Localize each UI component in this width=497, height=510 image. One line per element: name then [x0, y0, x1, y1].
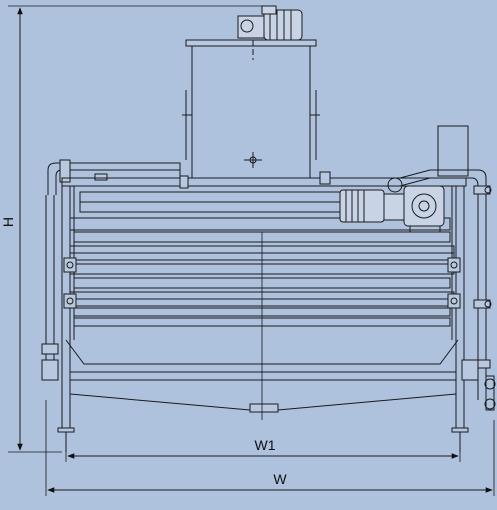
height-dimension [8, 5, 262, 453]
inner-width-label: W1 [255, 437, 276, 453]
hopper [182, 39, 320, 179]
drive-motor-top [237, 5, 303, 41]
frame [57, 171, 469, 452]
overall-width-dimension [45, 400, 495, 496]
gearbox [403, 185, 445, 233]
drive-motor-side [339, 177, 405, 223]
overall-width-label: W [273, 471, 287, 487]
height-label: H [0, 217, 16, 227]
water-pipes [41, 125, 496, 411]
inner-width-dimension [65, 434, 461, 462]
water-pipe-top [47, 159, 181, 195]
drip-tray [65, 339, 459, 413]
